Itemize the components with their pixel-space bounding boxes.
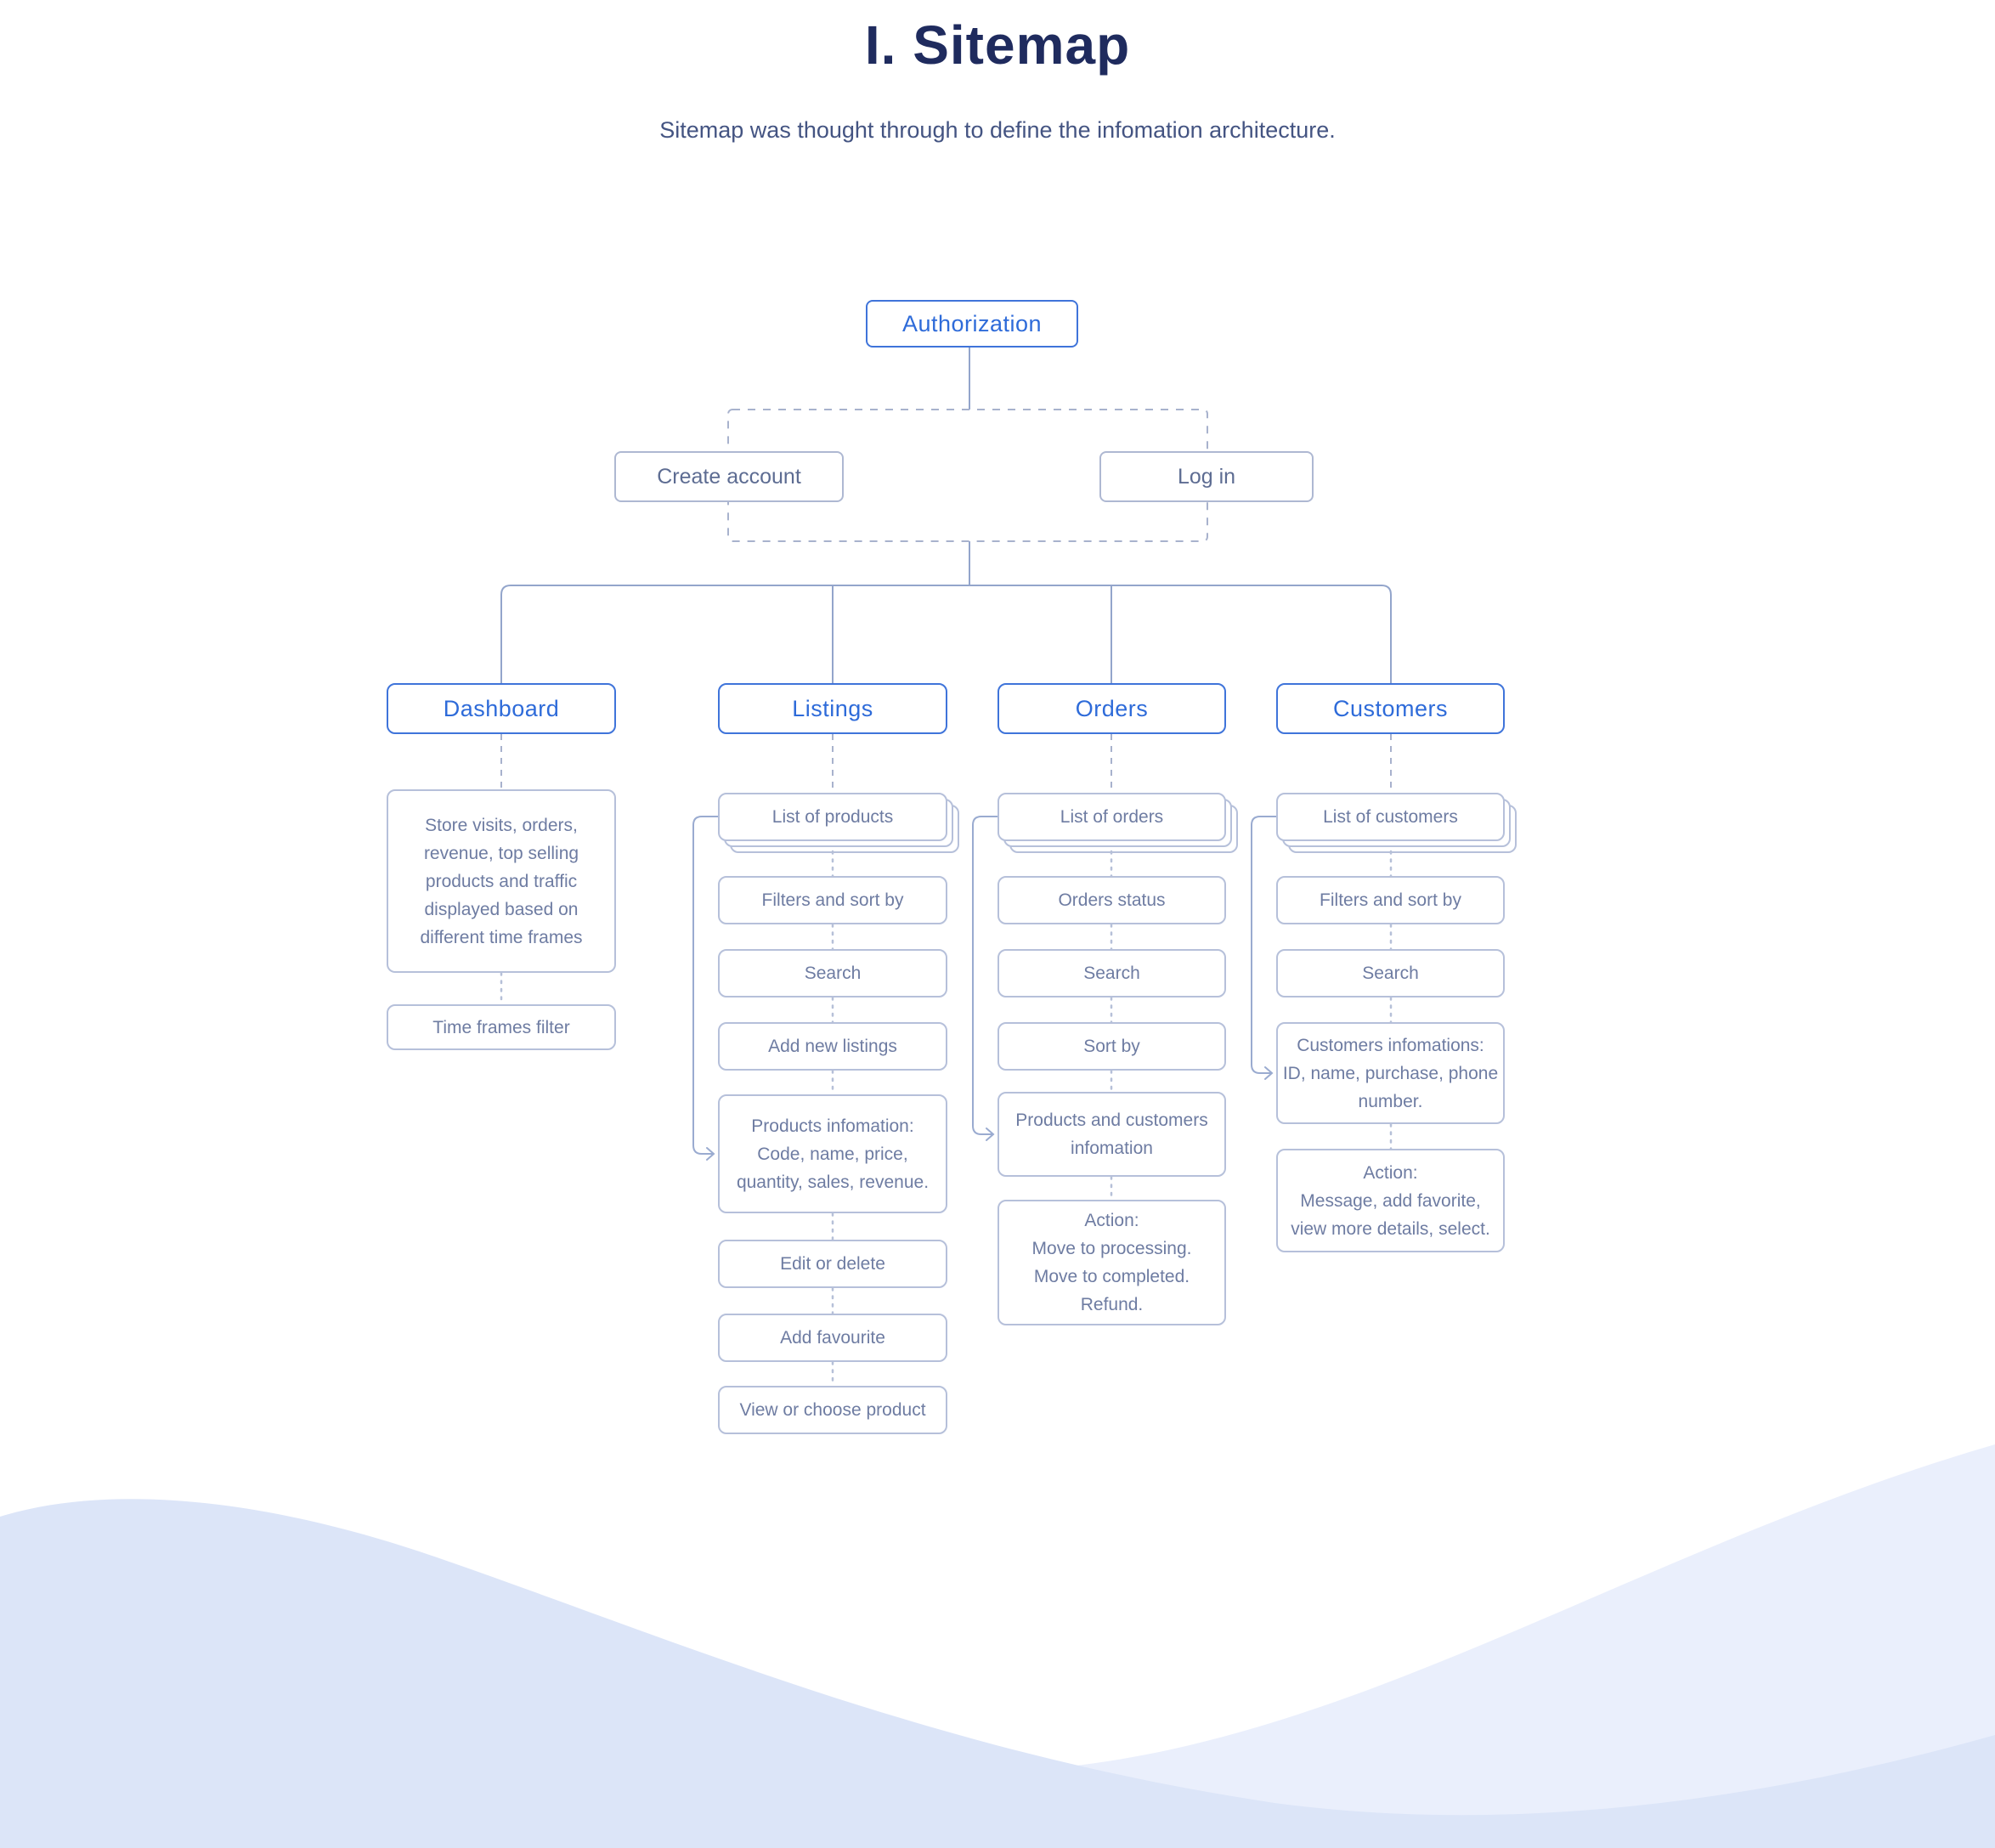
node-orders-list-of-orders: List of orders [998, 793, 1226, 841]
node-dashboard-time-frames-filter: Time frames filter [387, 1004, 616, 1050]
loop-orders-list-to-info [972, 816, 998, 1141]
node-orders-header: Orders [998, 683, 1226, 734]
node-listings-add-new: Add new listings [718, 1022, 947, 1071]
dotted-column-links [500, 850, 1393, 1387]
node-orders-action: Action: Move to processing. Move to comp… [998, 1200, 1226, 1325]
node-dashboard-overview: Store visits, orders, revenue, top selli… [387, 789, 616, 973]
node-authorization: Authorization [866, 300, 1078, 348]
page-title: I. Sitemap [864, 14, 1131, 76]
page-subtitle: Sitemap was thought through to define th… [659, 117, 1336, 143]
node-create-account: Create account [614, 451, 844, 502]
node-listings-products-infomation: Products infomation: Code, name, price, … [718, 1094, 947, 1213]
node-listings-filters-sort: Filters and sort by [718, 876, 947, 924]
trunk-line [500, 585, 1392, 683]
node-dashboard-header: Dashboard [387, 683, 616, 734]
wave-dark-shape [0, 1499, 1995, 1848]
node-orders-search: Search [998, 949, 1226, 997]
node-orders-sort-by: Sort by [998, 1022, 1226, 1071]
node-customers-infomations: Customers infomations: ID, name, purchas… [1276, 1022, 1505, 1124]
node-customers-action: Action: Message, add favorite, view more… [1276, 1149, 1505, 1252]
node-customers-list-of-customers: List of customers [1276, 793, 1505, 841]
node-listings-add-favourite: Add favourite [718, 1314, 947, 1362]
node-customers-search: Search [1276, 949, 1505, 997]
node-customers-filters-sort: Filters and sort by [1276, 876, 1505, 924]
node-orders-products-customers-infomation: Products and customers infomation [998, 1092, 1226, 1177]
loop-customers-list-to-info [1251, 816, 1277, 1080]
node-customers-header: Customers [1276, 683, 1505, 734]
node-listings-edit-or-delete: Edit or delete [718, 1240, 947, 1288]
node-listings-view-or-choose: View or choose product [718, 1386, 947, 1434]
node-listings-search: Search [718, 949, 947, 997]
loop-listings-list-to-info [692, 816, 719, 1161]
node-listings-list-of-products: List of products [718, 793, 947, 841]
node-log-in: Log in [1099, 451, 1314, 502]
node-listings-header: Listings [718, 683, 947, 734]
node-orders-status: Orders status [998, 876, 1226, 924]
